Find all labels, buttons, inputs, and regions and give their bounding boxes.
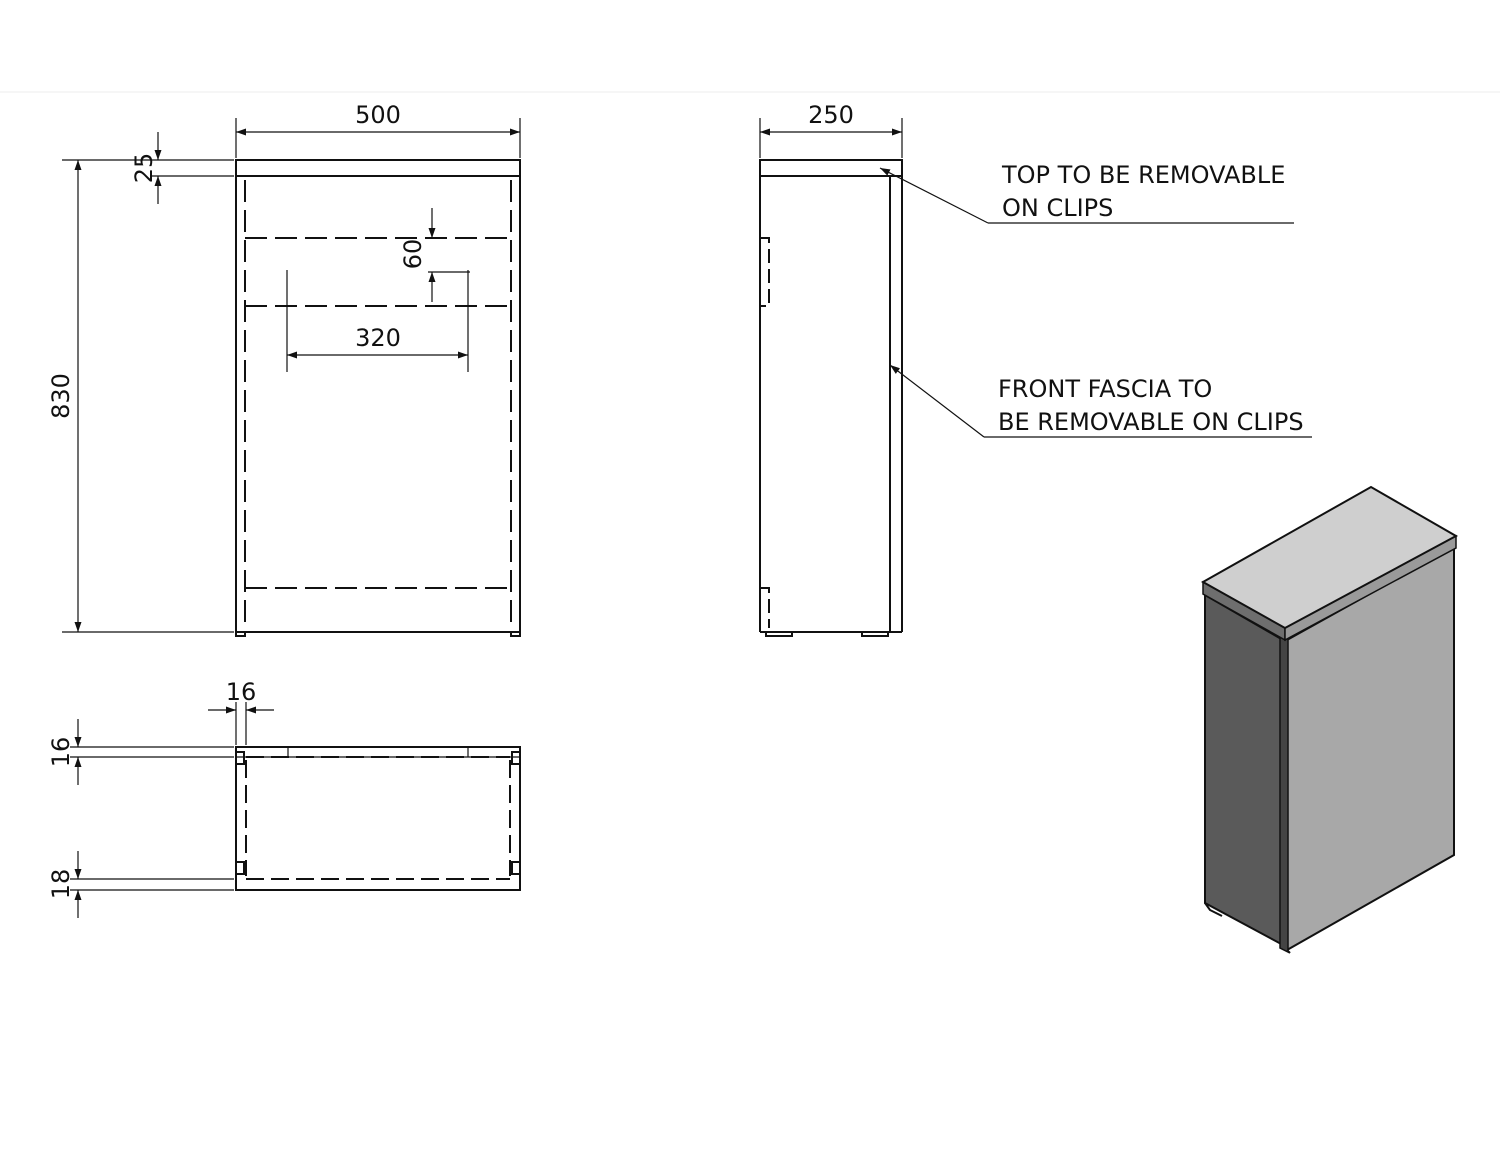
iso-top-face (1200, 485, 1459, 630)
side-view: 250 (759, 101, 1312, 637)
dim-side-depth: 250 (808, 101, 854, 129)
front-top-panel (235, 159, 521, 177)
plan-outline (235, 746, 521, 891)
dim-overall-height: 830 (47, 373, 75, 419)
note-top-line1: TOP TO BE REMOVABLE (1001, 161, 1285, 189)
note-fascia-line2: BE REMOVABLE ON CLIPS (998, 408, 1304, 436)
dim-cutout-width: 320 (355, 324, 401, 352)
dim-cutout-height: 60 (399, 239, 427, 270)
front-view: 500 25 830 60 320 (47, 101, 521, 637)
side-top-panel (759, 159, 903, 177)
plan-view: 16 16 18 (47, 678, 521, 918)
iso-side-face (1204, 593, 1284, 947)
isometric-view (1200, 485, 1459, 954)
iso-fascia-edge (1279, 635, 1289, 954)
dim-plan-front-thickness: 16 (47, 737, 75, 768)
dim-plan-back-thickness: 18 (47, 869, 75, 900)
note-top-line2: ON CLIPS (1002, 194, 1113, 222)
dim-plan-panel-thickness: 16 (226, 678, 257, 706)
note-fascia-line1: FRONT FASCIA TO (998, 375, 1212, 403)
dim-front-width: 500 (355, 101, 401, 129)
dim-top-thickness: 25 (130, 153, 158, 184)
